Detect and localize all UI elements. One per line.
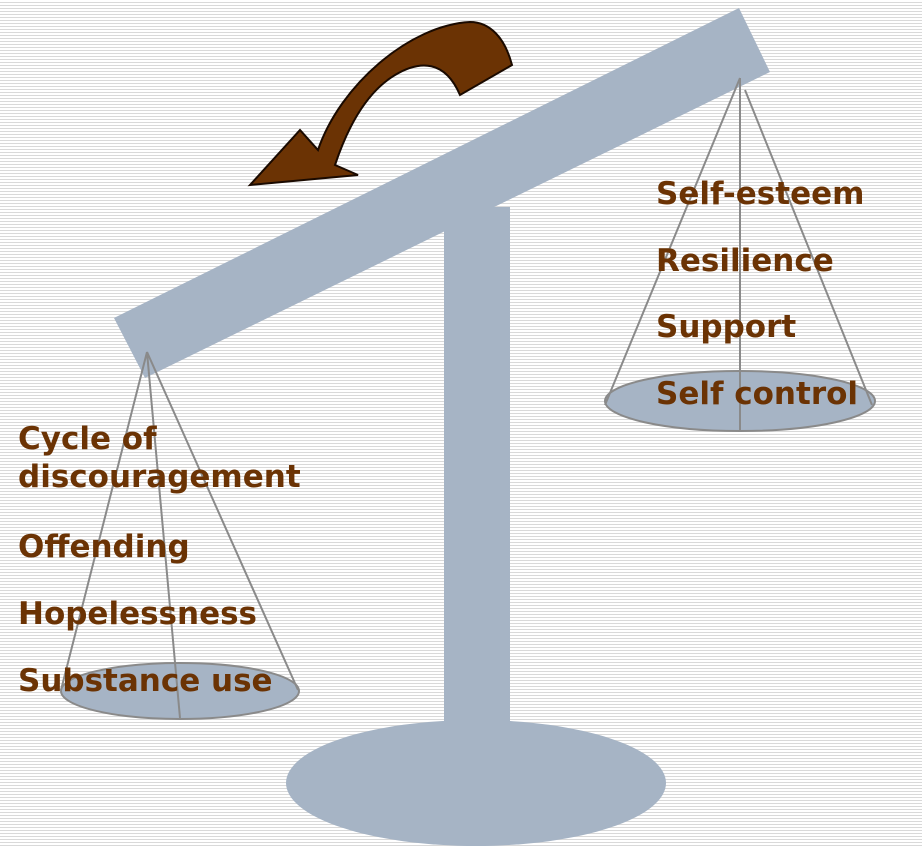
right-pan-rope xyxy=(604,77,741,406)
left-pan-label-substance-use: Substance use xyxy=(18,663,273,699)
right-pan xyxy=(604,77,876,432)
left-pan-label-offending: Offending xyxy=(18,529,190,565)
left-pan-rope xyxy=(146,351,299,691)
left-pan-label-cycle-of-discouragement: Cycle of discouragement xyxy=(18,421,301,495)
right-pan-label-resilience: Resilience xyxy=(656,243,834,279)
left-pan-label-hopelessness: Hopelessness xyxy=(18,596,258,632)
curved-arrow-icon xyxy=(247,20,514,187)
scale-beam xyxy=(114,8,770,378)
right-pan-rope xyxy=(744,89,873,406)
scale-post xyxy=(444,207,510,755)
left-pan xyxy=(60,351,300,720)
right-pan-label-self-control: Self control xyxy=(656,376,859,412)
left-pan-rope xyxy=(60,351,148,691)
right-pan-label-self-esteem: Self-esteem xyxy=(656,176,865,212)
left-pan-rope xyxy=(146,351,181,719)
left-pan-dish xyxy=(60,662,300,720)
right-pan-label-support: Support xyxy=(656,309,797,345)
scale-base xyxy=(286,720,666,846)
